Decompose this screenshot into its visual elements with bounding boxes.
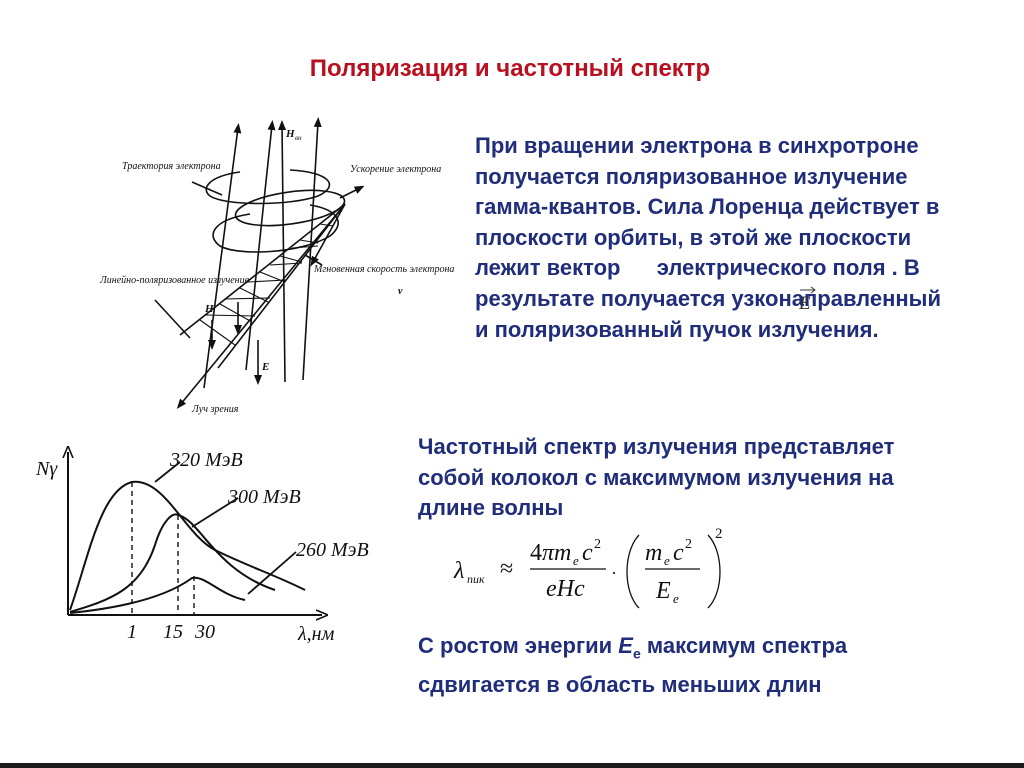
svg-text:c: c: [582, 540, 593, 566]
polarization-diagram: Траектория электрона Ускорение электрона…: [99, 117, 454, 415]
paragraph3-start: С ростом энергии: [418, 633, 619, 658]
paragraph1-tail: электрического поля . В результате получ…: [475, 255, 941, 342]
spiral-trajectory: [205, 169, 339, 253]
svg-text:пик: пик: [467, 572, 485, 586]
fan-lower: [217, 203, 346, 369]
vector-e-symbol: E: [798, 286, 816, 314]
svg-text:λ: λ: [453, 558, 464, 584]
svg-text:2: 2: [685, 537, 692, 552]
svg-text:E: E: [798, 293, 811, 314]
svg-text:≈: ≈: [500, 556, 513, 582]
label-e: E: [261, 361, 269, 373]
label-h-top-sub: вн: [295, 134, 302, 142]
y-axis-label: Nγ: [35, 458, 58, 480]
svg-text:2: 2: [715, 526, 723, 542]
fan-hatching: [199, 223, 334, 346]
label-velocity-symbol: v: [398, 286, 403, 297]
line-of-sight: [176, 203, 346, 409]
svg-text:e: e: [664, 553, 670, 568]
svg-text:E: E: [655, 578, 671, 604]
label-line-of-sight: Луч зрения: [191, 404, 239, 415]
orbit-ellipse: [234, 189, 346, 227]
series-label-320: 320 МэВ: [169, 449, 243, 471]
slide-title: Поляризация и частотный спектр: [309, 55, 711, 82]
spectrum-chart: Nγ λ,нм 1 15 30 320 МэВ 300 МэВ 260 МэВ: [35, 440, 369, 645]
svg-text:e: e: [673, 591, 679, 606]
paragraph1-text: При вращении электрона в синхротроне пол…: [475, 133, 940, 281]
label-h-top: H: [285, 128, 295, 140]
svg-text:·: ·: [611, 563, 617, 583]
series-label-300: 300 МэВ: [227, 486, 301, 508]
fan-upper: [179, 203, 346, 336]
field-line-2: [245, 120, 276, 371]
tick-1: 1: [127, 621, 137, 643]
paragraph-polarization: При вращении электрона в синхротроне пол…: [475, 131, 945, 345]
svg-text:e: e: [573, 553, 579, 568]
x-axis-label: λ,нм: [297, 623, 335, 645]
field-line-4: [302, 117, 322, 381]
svg-text:eHc: eHc: [546, 576, 585, 602]
curve-300: [69, 513, 276, 613]
svg-text:4πm: 4πm: [530, 540, 571, 566]
bottom-border: [0, 763, 1024, 768]
label-acceleration: Ускорение электрона: [350, 164, 441, 175]
energy-symbol: Ee: [618, 633, 641, 662]
tick-30: 30: [194, 621, 215, 643]
svg-text:2: 2: [594, 537, 601, 552]
svg-text:c: c: [673, 540, 684, 566]
paragraph-energy-shift: С ростом энергии Ee максимум спектра сдв…: [418, 630, 958, 700]
label-h: H: [204, 303, 214, 315]
label-velocity: Мгновенная скорость электрона: [313, 264, 454, 275]
curve-260: [69, 576, 246, 614]
svg-text:m: m: [645, 540, 662, 566]
series-label-260: 260 МэВ: [296, 539, 369, 561]
label-linear-pol: Линейно-поляризованное излучение: [99, 275, 250, 286]
tick-15: 15: [163, 621, 183, 643]
label-trajectory: Траектория электрона: [122, 161, 221, 172]
paragraph-spectrum: Частотный спектр излучения представляет …: [418, 434, 895, 520]
curve-320: [69, 480, 306, 611]
formula-lambda-peak: λ пик ≈ 4πm e c 2 eHc · m e c 2 E e 2: [453, 526, 723, 609]
paragraph3-end: максимум спектра сдвигается в область ме…: [418, 633, 848, 698]
